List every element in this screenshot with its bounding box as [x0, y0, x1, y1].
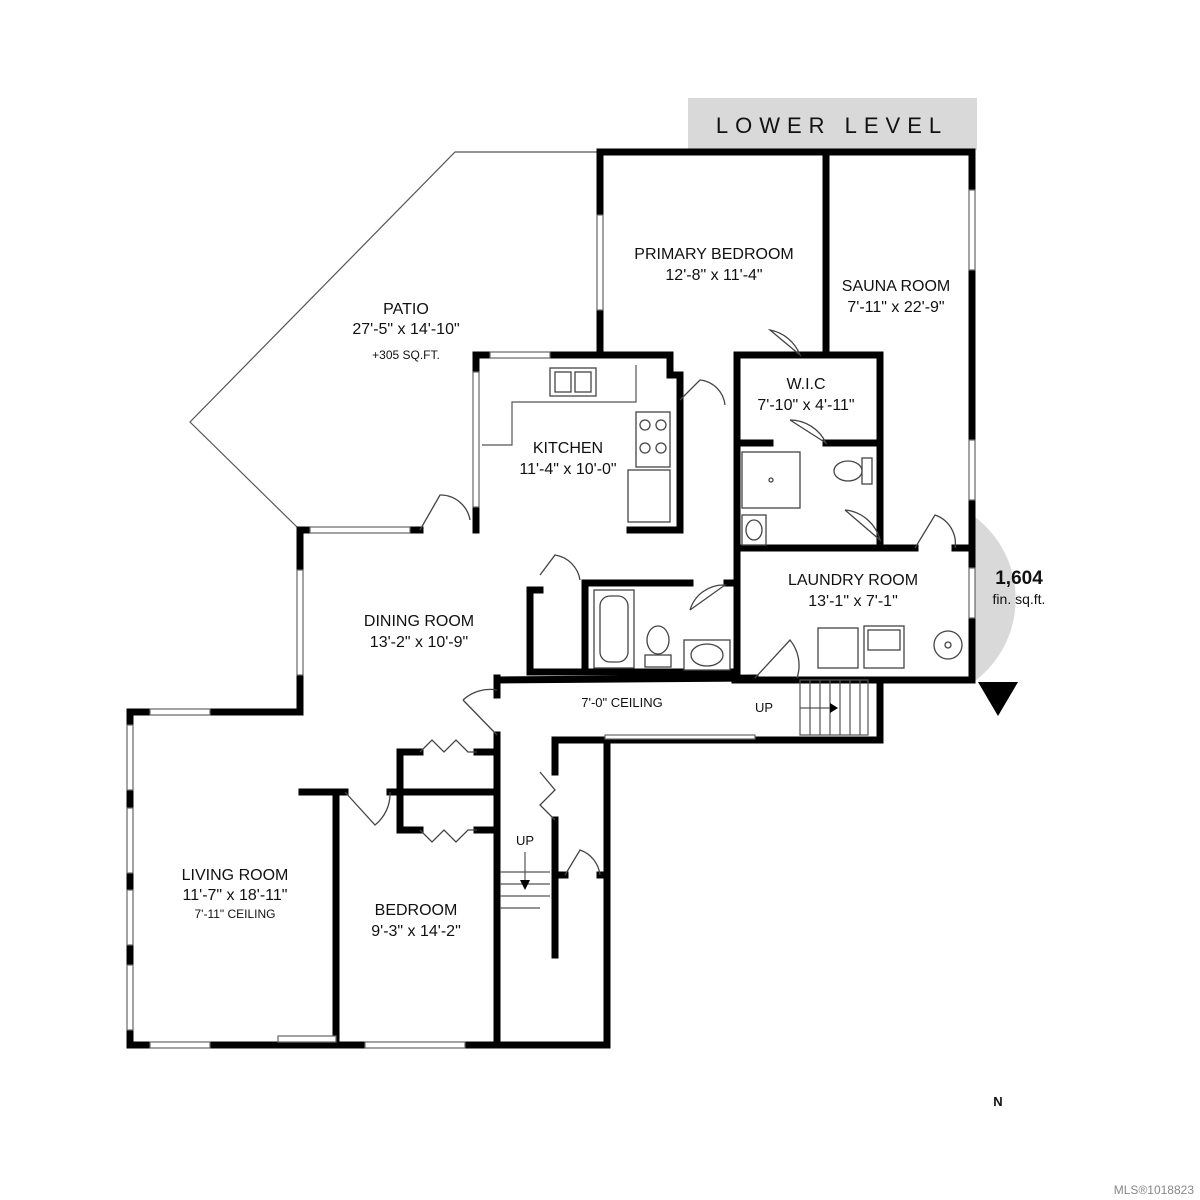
living-room-note: 7'-11" CEILING [194, 907, 275, 921]
laundry-room-name: LAUNDRY ROOM [788, 572, 918, 589]
toilet-icon [861, 457, 873, 485]
stairs-left [500, 852, 550, 909]
listing-id: MLS®1018823 [1114, 1183, 1195, 1197]
fridge-icon [627, 469, 671, 523]
patio-note: +305 SQ.FT. [372, 348, 440, 362]
patio-dims: 27'-5" x 14'-10" [352, 321, 459, 338]
level-title-banner: LOWER LEVEL [688, 98, 977, 150]
living-room-dims: 11'-7" x 18'-11" [183, 887, 288, 904]
sauna-room-name: SAUNA ROOM [842, 278, 950, 295]
walls [126, 148, 976, 1049]
area-badge: 1,604 fin. sq.ft. [975, 517, 1045, 716]
area-value: 1,604 [995, 568, 1043, 589]
washer-icon [817, 627, 859, 669]
sauna-room-dims: 7'-11" x 22'-9" [847, 299, 944, 316]
doors [344, 328, 956, 876]
stairs-up-left-label: UP [516, 833, 534, 848]
stairs-right-arrow-icon [830, 703, 838, 713]
stairs-left-arrow-icon [520, 880, 530, 890]
level-title: LOWER LEVEL [716, 113, 948, 138]
shower-icon [741, 451, 801, 509]
primary-bedroom-dims: 12'-8" x 11'-4" [665, 267, 762, 284]
living-room-name: LIVING ROOM [182, 867, 289, 884]
compass-arrow-icon [978, 682, 1018, 716]
wic-name: W.I.C [786, 376, 825, 393]
stairs-up-right-label: UP [755, 700, 773, 715]
patio-name: PATIO [383, 301, 429, 318]
primary-bedroom-name: PRIMARY BEDROOM [634, 246, 793, 263]
compass-label: N [993, 1094, 1002, 1109]
laundry-room-dims: 13'-1" x 7'-1" [808, 593, 898, 610]
bedroom-dims: 9'-3" x 14'-2" [371, 923, 461, 940]
wic-dims: 7'-10" x 4'-11" [757, 397, 854, 414]
kitchen-name: KITCHEN [533, 440, 603, 457]
bedroom-name: BEDROOM [375, 902, 458, 919]
room-labels: PATIO 27'-5" x 14'-10" +305 SQ.FT. PRIMA… [182, 246, 951, 940]
stairs-right [799, 679, 869, 736]
patio-outline [189, 151, 600, 531]
dining-room-dims: 13'-2" x 10'-9" [370, 634, 468, 651]
toilet-icon-2 [644, 654, 672, 668]
fixtures [482, 365, 963, 909]
kitchen-dims: 11'-4" x 10'-0" [519, 461, 616, 478]
windows [126, 189, 976, 1049]
stove-icon [635, 411, 671, 468]
hall-ceiling: 7'-0" CEILING [581, 695, 663, 710]
dining-room-name: DINING ROOM [364, 613, 474, 630]
area-unit: fin. sq.ft. [993, 591, 1046, 607]
